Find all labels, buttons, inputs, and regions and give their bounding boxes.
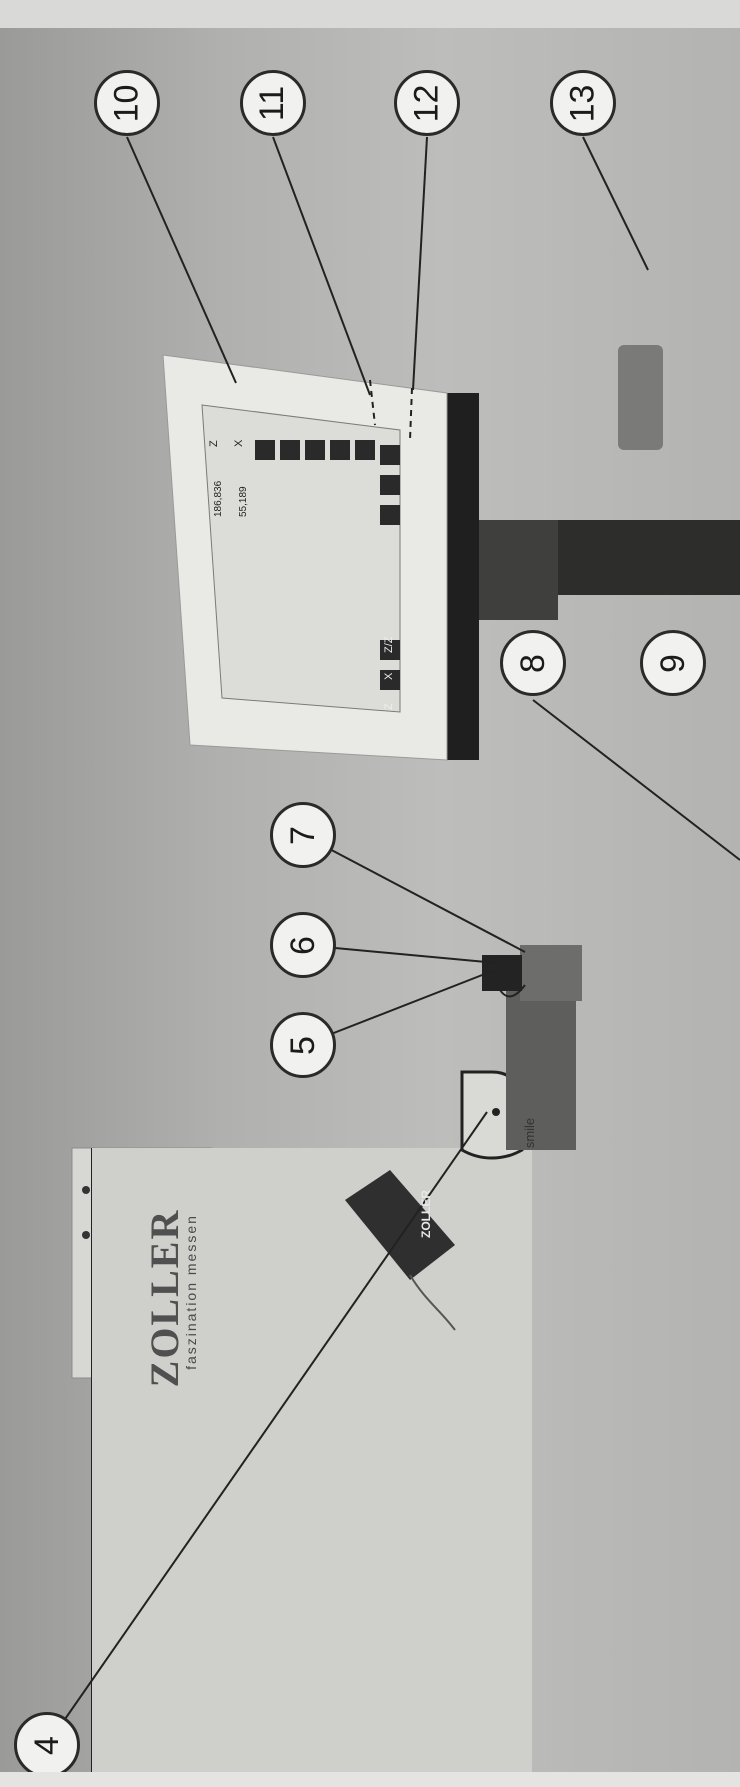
toolbar-label: X <box>383 672 395 680</box>
brand-tagline: faszination messen <box>183 1214 199 1370</box>
callout-number: 9 <box>653 653 692 673</box>
callout-9: 9 <box>640 630 706 696</box>
callout-12: 12 <box>394 70 460 136</box>
column <box>478 345 740 620</box>
callout-10: 10 <box>94 70 160 136</box>
leader-lines <box>46 136 740 1746</box>
badge-text: ZOLLER <box>419 1190 433 1238</box>
callout-number: 13 <box>563 84 602 122</box>
brand-logo: ZOLLER <box>142 1208 187 1388</box>
top-margin <box>0 0 740 28</box>
callout-number: 7 <box>283 825 322 845</box>
screen-button <box>380 475 400 495</box>
callout-4: 4 <box>14 1712 80 1778</box>
callout-5: 5 <box>270 1012 336 1078</box>
callout-number: 11 <box>253 85 292 121</box>
screen-button <box>380 505 400 525</box>
stand-handle <box>618 345 663 450</box>
callout-number: 5 <box>283 1035 322 1055</box>
instrument-base <box>71 1147 532 1787</box>
callout-6: 6 <box>270 912 336 978</box>
probe-arm <box>482 945 582 1150</box>
readout-value: 186,836 <box>213 480 224 517</box>
axis-label: X <box>233 439 245 447</box>
brand-badge <box>345 1170 456 1331</box>
callout-8: 8 <box>500 630 566 696</box>
toolbar-label: Z/Z <box>383 636 395 654</box>
callout-13: 13 <box>550 70 616 136</box>
screen-button <box>380 445 400 465</box>
screen-button <box>380 670 400 690</box>
monitor <box>162 354 479 761</box>
callout-number: 10 <box>107 84 146 122</box>
bottom-margin <box>0 1772 740 1787</box>
knob-label: smile <box>522 1117 537 1149</box>
callout-7: 7 <box>270 802 336 868</box>
callout-number: 4 <box>27 1735 66 1755</box>
callout-number: 6 <box>283 935 322 955</box>
toolbar-label: Z <box>383 703 395 710</box>
readout-value: 55,189 <box>238 486 249 517</box>
screen-button <box>380 640 400 660</box>
callout-11: 11 <box>240 70 306 136</box>
callout-number: 12 <box>407 84 446 122</box>
axis-label: Z <box>208 440 220 447</box>
callout-number: 8 <box>513 653 552 673</box>
